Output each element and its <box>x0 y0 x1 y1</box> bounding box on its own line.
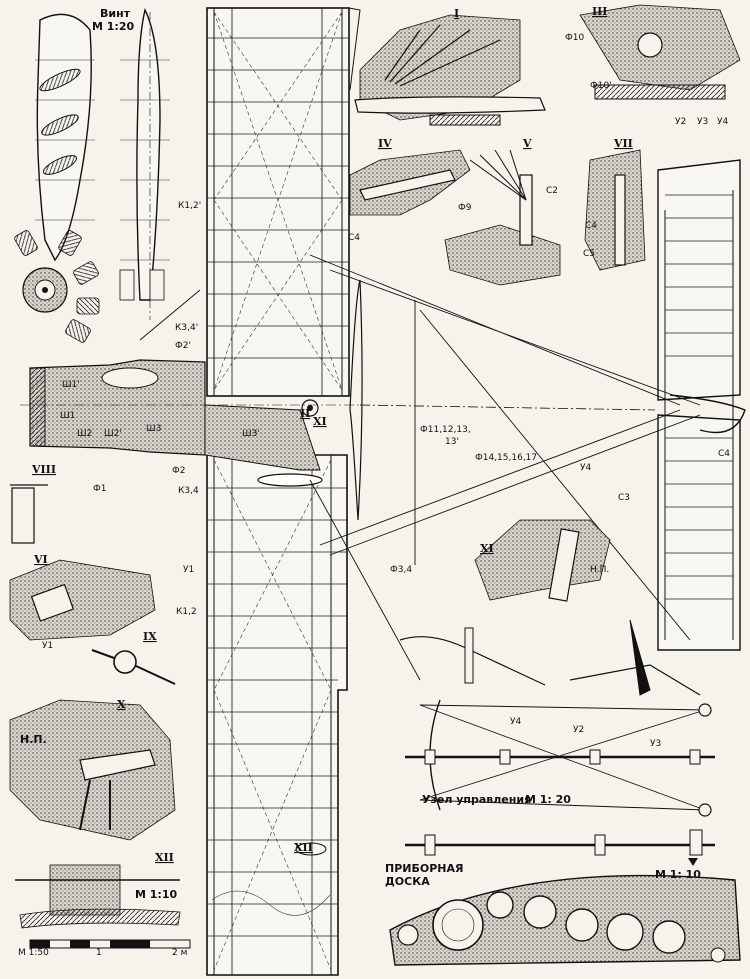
detail-label-xii-left: XII <box>155 851 174 864</box>
label-u4-ctrl: У4 <box>510 717 521 727</box>
label-f10-prime: Ф10' <box>590 81 612 91</box>
label-f10: Ф10 <box>565 33 584 43</box>
horizontal-tail <box>657 159 746 651</box>
label-f11-line1: Ф11,12,13, <box>420 425 471 435</box>
gauge-icon <box>606 913 644 951</box>
label-np-right: Н.П. <box>590 565 609 575</box>
label-f2-prime: Ф2' <box>175 341 191 351</box>
label-u1-left: У1 <box>42 641 53 651</box>
detail-label-viii: VIII <box>31 463 56 476</box>
control-node-scale: М 1: 20 <box>525 793 571 806</box>
label-u3-ctrl: У3 <box>650 739 661 749</box>
detail-label-vii: VII <box>613 137 633 150</box>
label-sh3-prime: Ш3' <box>242 429 260 439</box>
detail-label-xii: XII <box>294 841 313 854</box>
instrument-panel-scale: М 1: 10 <box>655 868 701 881</box>
label-f11-line2: 13' <box>445 437 459 447</box>
scale-bar-mid: 1 <box>96 948 102 958</box>
label-k1-2: К1,2 <box>176 607 197 617</box>
label-f1: Ф1 <box>93 484 106 494</box>
label-sh2: Ш2 <box>77 429 92 439</box>
gauge-icon <box>523 895 557 929</box>
label-c4-mid: С4 <box>585 221 597 231</box>
label-sh3: Ш3 <box>146 424 161 434</box>
label-c2: С2 <box>546 186 558 196</box>
propeller-drawing <box>14 7 170 343</box>
label-f14: Ф14,15,16,17 <box>475 453 537 463</box>
label-sh1: Ш1 <box>60 411 75 421</box>
detail-label-i: I <box>454 7 459 20</box>
label-c4-right: С4 <box>718 449 730 459</box>
gauge-icon <box>565 908 599 942</box>
propeller-title: Винт <box>100 7 131 20</box>
scale-bar <box>29 939 191 949</box>
control-node-title: Узел управления <box>422 793 531 806</box>
label-u4-mid: У4 <box>580 463 591 473</box>
label-sh1-prime: Ш1' <box>62 380 80 390</box>
gauge-icon <box>432 899 484 951</box>
scale-bar-end: 2 м <box>172 948 187 958</box>
gauge-icon <box>486 891 514 919</box>
label-sh2-prime: Ш2' <box>104 429 122 439</box>
label-u2-top: У2 <box>675 117 686 127</box>
control-cables <box>139 254 701 681</box>
scale-bar-label: М 1:50 <box>18 948 49 958</box>
lower-wing <box>206 454 348 976</box>
detail-xii-scale: М 1:10 <box>135 888 177 901</box>
control-node-drawing <box>359 404 715 856</box>
detail-label-ii: II <box>300 407 310 420</box>
detail-label-v: V <box>522 137 532 150</box>
instrument-panel-title-2: ДОСКА <box>385 875 430 888</box>
instrument-panel <box>389 858 741 966</box>
detail-label-x: X <box>117 698 126 711</box>
label-c4-left: С4 <box>348 233 360 243</box>
detail-label-xi: XI <box>313 415 327 428</box>
label-u2-ctrl: У2 <box>573 725 584 735</box>
label-k3-4-prime: К3,4' <box>175 323 198 333</box>
label-u3-top: У3 <box>697 117 708 127</box>
fuselage <box>20 359 360 487</box>
detail-label-ix: IX <box>143 630 157 643</box>
label-np-left: Н.П. <box>20 733 47 746</box>
label-k1-2-prime: К1,2' <box>178 201 201 211</box>
label-f2: Ф2 <box>172 466 185 476</box>
upper-wing <box>206 7 361 397</box>
triangle-marker-icon <box>688 858 698 866</box>
detail-label-xi-right: XI <box>480 542 494 555</box>
detail-label-iv: IV <box>378 137 392 150</box>
detail-sketches <box>9 4 741 929</box>
instrument-panel-title-1: ПРИБОРНАЯ <box>385 862 463 875</box>
label-c3: С3 <box>618 493 630 503</box>
detail-label-vi: VI <box>33 553 48 566</box>
label-k3-4: К3,4 <box>178 486 199 496</box>
detail-label-iii: III <box>592 5 607 18</box>
text-labels: Винт М 1:20 I II III IV V VI VII VIII IX… <box>18 5 730 958</box>
label-u4-top: У4 <box>717 117 728 127</box>
label-u1-mid: У1 <box>183 565 194 575</box>
label-c5: С5 <box>583 249 595 259</box>
gauge-icon <box>397 924 419 946</box>
label-f3-4: Ф3,4 <box>390 565 412 575</box>
propeller-scale: М 1:20 <box>92 20 134 33</box>
label-f9: Ф9 <box>458 203 472 213</box>
gauge-icon <box>652 920 686 954</box>
